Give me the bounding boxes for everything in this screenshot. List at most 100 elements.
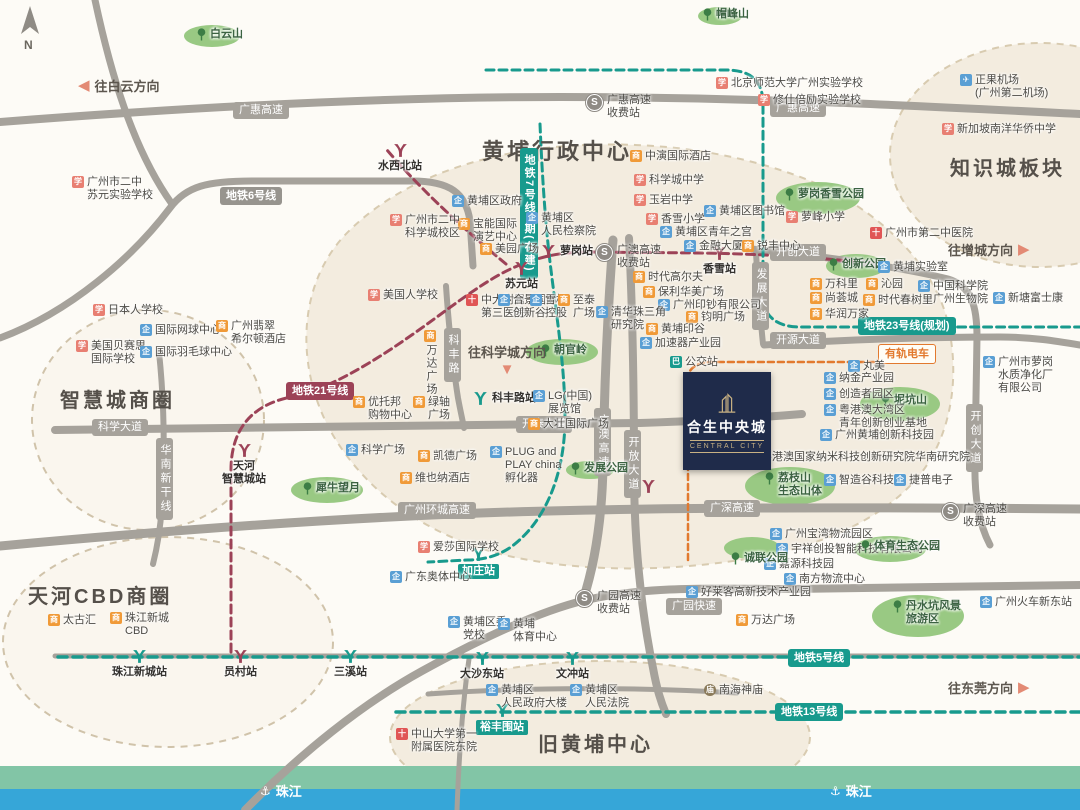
poi-mall: 商凯德广场	[418, 450, 477, 463]
direction-sign: 往东莞方向▶	[948, 678, 1030, 697]
mall-icon: 商	[48, 614, 60, 626]
poi-label: 尚荟城	[825, 292, 858, 304]
office-icon: 企	[784, 573, 796, 585]
tree-icon	[765, 472, 774, 485]
poi-office: 企黄埔区委 党校	[448, 616, 507, 642]
poi-label: 坭坑山	[894, 394, 927, 406]
metro-logo-icon	[234, 650, 247, 663]
metro-station: 大沙东站	[460, 650, 504, 681]
ship-icon: ⚓	[830, 783, 841, 798]
office-icon: 企	[878, 261, 890, 273]
poi-label: 美国贝赛思 国际学校	[91, 340, 146, 365]
metro-logo-icon	[344, 650, 357, 663]
mall-icon: 商	[736, 614, 748, 626]
road-label: 科丰路	[444, 328, 461, 382]
metro-logo-icon	[133, 650, 146, 663]
poi-office: 企嘉源科技园	[764, 558, 834, 571]
direction-sign: 往增城方向▶	[948, 240, 1030, 259]
bus-icon: 巴	[670, 356, 682, 368]
metro-station	[640, 478, 657, 495]
poi-label: 创新公园	[842, 258, 886, 270]
office-icon: 企	[498, 618, 510, 630]
metro-station: 员村站	[224, 648, 257, 679]
poi-airport: ✈正果机场 (广州第二机场)	[960, 74, 1048, 100]
road-label: 华南新干线	[156, 438, 173, 520]
mall-icon: 商	[353, 396, 365, 408]
office-icon: 企	[770, 528, 782, 540]
poi-label: 创造者园区	[839, 388, 894, 400]
tree-icon	[571, 462, 580, 475]
poi-label: 新加坡南洋华侨中学	[957, 123, 1056, 135]
poi-temple: 庙南海神庙	[704, 684, 763, 697]
road-label: 发展大道	[752, 262, 769, 330]
poi-label: 广州印钞有限公司	[673, 299, 761, 311]
hospital-icon: 十	[466, 294, 478, 306]
office-icon: 企	[490, 446, 502, 458]
poi-label: 黄埔区委 党校	[463, 616, 507, 641]
poi-office: 企广东奥体中心	[390, 571, 471, 584]
poi-label: 智造谷科技园	[839, 474, 905, 486]
direction-sign: 往白云方向◀	[78, 76, 160, 95]
station-name: 三溪站	[334, 666, 367, 678]
poi-label: 科学城中学	[649, 174, 704, 186]
pearl-river	[0, 789, 1080, 810]
tree-icon	[303, 482, 312, 495]
office-icon: 企	[140, 346, 152, 358]
station-name: 萝岗站	[560, 245, 593, 258]
tree-icon	[861, 540, 870, 553]
poi-office: 企黄埔实验室	[878, 261, 948, 274]
poi-label: 万科里	[825, 278, 858, 290]
school-icon: 学	[942, 123, 954, 135]
project-name: 合生中央城	[687, 418, 767, 435]
poi-mall: 商万科里	[810, 278, 858, 291]
poi-office: 企中国科学院 广州生物院	[918, 280, 988, 306]
poi-mall: 商优托邦 购物中心	[353, 396, 412, 422]
poi-label: 诚联公园	[744, 552, 788, 564]
mall-icon: 商	[810, 292, 822, 304]
river-name: 珠江	[845, 784, 872, 799]
area-title: 智慧城商圈	[60, 390, 175, 412]
poi-park: 体育生态公园	[860, 540, 940, 553]
mall-icon: 商	[528, 418, 540, 430]
toll-icon: S	[941, 502, 960, 521]
poi-mall: 商绿轴 广场	[413, 396, 450, 422]
poi-label: 广州市第二中医院	[885, 227, 973, 239]
poi-office: 企粤港澳大湾区 青年创新创业基地	[824, 404, 927, 430]
office-icon: 企	[660, 226, 672, 238]
tree-icon	[197, 28, 206, 41]
office-icon: 企	[448, 616, 460, 628]
poi-label: 钧明广场	[701, 311, 745, 323]
poi-label: 优托邦 购物中心	[368, 396, 412, 421]
poi-label: 广州黄埔创新科技园	[835, 429, 934, 441]
poi-school: 学北京师范大学广州实验学校	[716, 77, 863, 90]
poi-label: 粤港澳国家纳米科技创新研究院华南研究院	[761, 451, 970, 463]
poi-label: 科学广场	[361, 444, 405, 456]
toll-icon: S	[595, 243, 614, 262]
river-label: ⚓ 珠江	[830, 781, 872, 800]
toll-icon: S	[575, 589, 594, 608]
metro-station: 文冲站	[556, 650, 589, 681]
poi-park: 丹水坑风景 旅游区	[892, 600, 961, 626]
toll-label: 广惠高速 收费站	[607, 94, 651, 119]
tree-icon	[541, 344, 550, 357]
metro-line-label: 地铁6号线	[220, 187, 283, 206]
poi-label: 凯德广场	[433, 450, 477, 462]
poi-label: 美园广场	[495, 243, 539, 255]
poi-park: 坭坑山	[880, 394, 927, 407]
poi-office: 企纳金产业园	[824, 372, 894, 385]
office-icon: 企	[498, 294, 510, 306]
toll-icon: S	[585, 93, 604, 112]
poi-hospital: 十广州市第二中医院	[870, 227, 973, 240]
poi-park: 白云山	[196, 28, 243, 41]
metro-station: 裕丰围站	[476, 702, 528, 735]
mall-icon: 商	[863, 294, 875, 306]
poi-hospital: 十中山大学第一 附属医院东院	[396, 728, 477, 754]
poi-mall: 商时代高尔夫	[633, 271, 703, 284]
tree-icon	[731, 552, 740, 565]
poi-label: 公交站	[685, 356, 718, 368]
poi-school: 学爱莎国际学校	[418, 541, 499, 554]
school-icon: 学	[368, 289, 380, 301]
poi-label: 维也纳酒店	[415, 472, 470, 484]
